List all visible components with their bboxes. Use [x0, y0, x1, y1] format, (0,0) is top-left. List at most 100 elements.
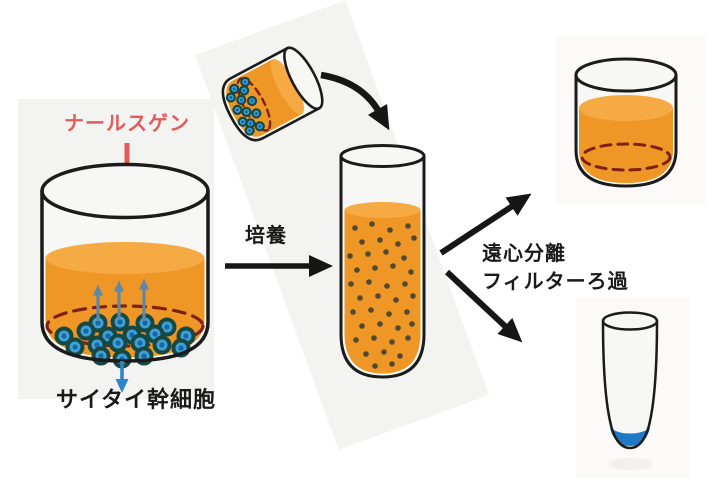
suspension-dot — [390, 263, 396, 269]
supernatant-beaker-rim — [574, 57, 678, 93]
stem-cell-nucleus — [115, 340, 121, 346]
suspension-dot — [365, 251, 371, 257]
filtrate-tube-outline — [601, 319, 659, 450]
stem-cell-nucleus — [152, 331, 158, 337]
supernatant-liquid-surface — [579, 95, 673, 121]
stem-cell-nucleus — [164, 324, 170, 330]
stem-cell-nucleus — [105, 333, 111, 339]
stem-cell-nucleus — [241, 120, 245, 124]
suspension-dot — [397, 353, 403, 359]
suspension-dot — [395, 325, 401, 331]
culture-tube — [339, 144, 426, 379]
suspension-dot — [401, 255, 407, 261]
suspension-dot — [359, 323, 365, 329]
suspension-dot — [354, 267, 360, 273]
stem-cell-nucleus — [159, 342, 165, 348]
suspension-dot — [347, 253, 353, 259]
suspension-dot — [352, 225, 358, 231]
suspension-dot — [384, 283, 390, 289]
stem-cell-nucleus — [254, 111, 258, 115]
separation-label-line2: フィルターろ過 — [482, 269, 629, 293]
suspension-dot — [353, 337, 359, 343]
suspension-dot — [395, 241, 401, 247]
supernatant-beaker — [574, 57, 678, 188]
stem-cell-nucleus — [243, 80, 247, 84]
stem-cell-nucleus — [94, 342, 100, 348]
tube-liquid — [344, 210, 421, 374]
suspension-dot — [393, 297, 399, 303]
tube-liquid-surface — [344, 202, 421, 218]
stem-cell-nucleus — [250, 99, 254, 103]
stem-cell-nucleus — [72, 344, 78, 350]
suspension-dot — [404, 309, 410, 315]
dish-liquid-surface — [270, 58, 305, 115]
suspension-dot — [359, 239, 365, 245]
beaker-liquid-surface — [45, 242, 205, 274]
stem-cell-nucleus — [244, 110, 248, 114]
suspension-dot — [372, 265, 378, 271]
filtrate-tube — [601, 311, 659, 470]
suspension-dot — [386, 311, 392, 317]
suspension-dot — [348, 281, 354, 287]
stem-cell-nucleus — [242, 88, 246, 92]
filtrate-tube-rim — [601, 311, 659, 331]
culture-step: 培養 — [225, 223, 333, 277]
suspension-dot — [372, 363, 378, 369]
suspension-dot — [381, 349, 387, 355]
suspension-dot — [383, 249, 389, 255]
dish-cell-boundary — [236, 77, 272, 132]
reagent-label: ナールスゲン — [64, 111, 190, 135]
stem-cell-nucleus — [248, 129, 252, 133]
stem-cell-callout: サイタイ幹細胞 — [56, 361, 216, 413]
suspension-dot — [375, 293, 381, 299]
suspension-dot — [371, 335, 377, 341]
suspension-dot — [405, 335, 411, 341]
suspension-dot — [377, 237, 383, 243]
pour-arrow — [320, 71, 390, 131]
suspension-dot — [369, 221, 375, 227]
dish-outline — [221, 46, 321, 142]
suspension-dot — [410, 293, 416, 299]
stem-cell-nucleus — [248, 121, 252, 125]
tube-rim — [339, 144, 426, 168]
pouring-dish — [221, 46, 324, 142]
filtrate-tube-interior — [603, 321, 657, 448]
stem-cell-nucleus — [61, 333, 67, 339]
suspension-dot — [389, 339, 395, 345]
suspension-dot — [409, 321, 415, 327]
stem-cell-label: サイタイ幹細胞 — [56, 387, 216, 413]
culture-label: 培養 — [245, 223, 287, 247]
suspension-dot — [402, 281, 408, 287]
suspension-dot — [357, 295, 363, 301]
stem-cell-nucleus — [95, 320, 101, 326]
supernatant-boundary — [580, 142, 672, 172]
separation-step: 遠心分離 フィルターろ過 — [439, 193, 629, 343]
stem-cell-nucleus — [137, 340, 143, 346]
tube-outline — [339, 154, 426, 379]
suspension-dot — [389, 361, 395, 367]
stem-cell-nucleus — [142, 320, 148, 326]
stem-cell-nucleus — [232, 87, 236, 91]
suspension-dot — [408, 269, 414, 275]
stem-cell-nucleus — [178, 345, 184, 351]
stem-cell-nucleus — [235, 108, 239, 112]
stem-cell-nucleus — [183, 333, 189, 339]
beaker-outline — [40, 189, 210, 363]
suspension-dot — [405, 223, 411, 229]
suspension-dot — [368, 307, 374, 313]
dish-stem-cells — [225, 76, 265, 136]
stem-cell-nucleus — [239, 98, 243, 102]
cell-suspension — [347, 221, 417, 369]
separation-arrow-down — [444, 269, 523, 343]
separation-label-line1: 遠心分離 — [482, 241, 566, 265]
stem-cell-nucleus — [229, 95, 233, 99]
culture-beaker — [40, 162, 210, 369]
separation-arrow-up — [439, 193, 532, 256]
suspension-dot — [366, 279, 372, 285]
stem-cell-nucleus — [258, 124, 262, 128]
stem-cell-nucleus — [83, 328, 89, 334]
suspension-dot — [387, 227, 393, 233]
filtrate-tube-shadow — [609, 458, 653, 470]
suspension-dot — [377, 321, 383, 327]
